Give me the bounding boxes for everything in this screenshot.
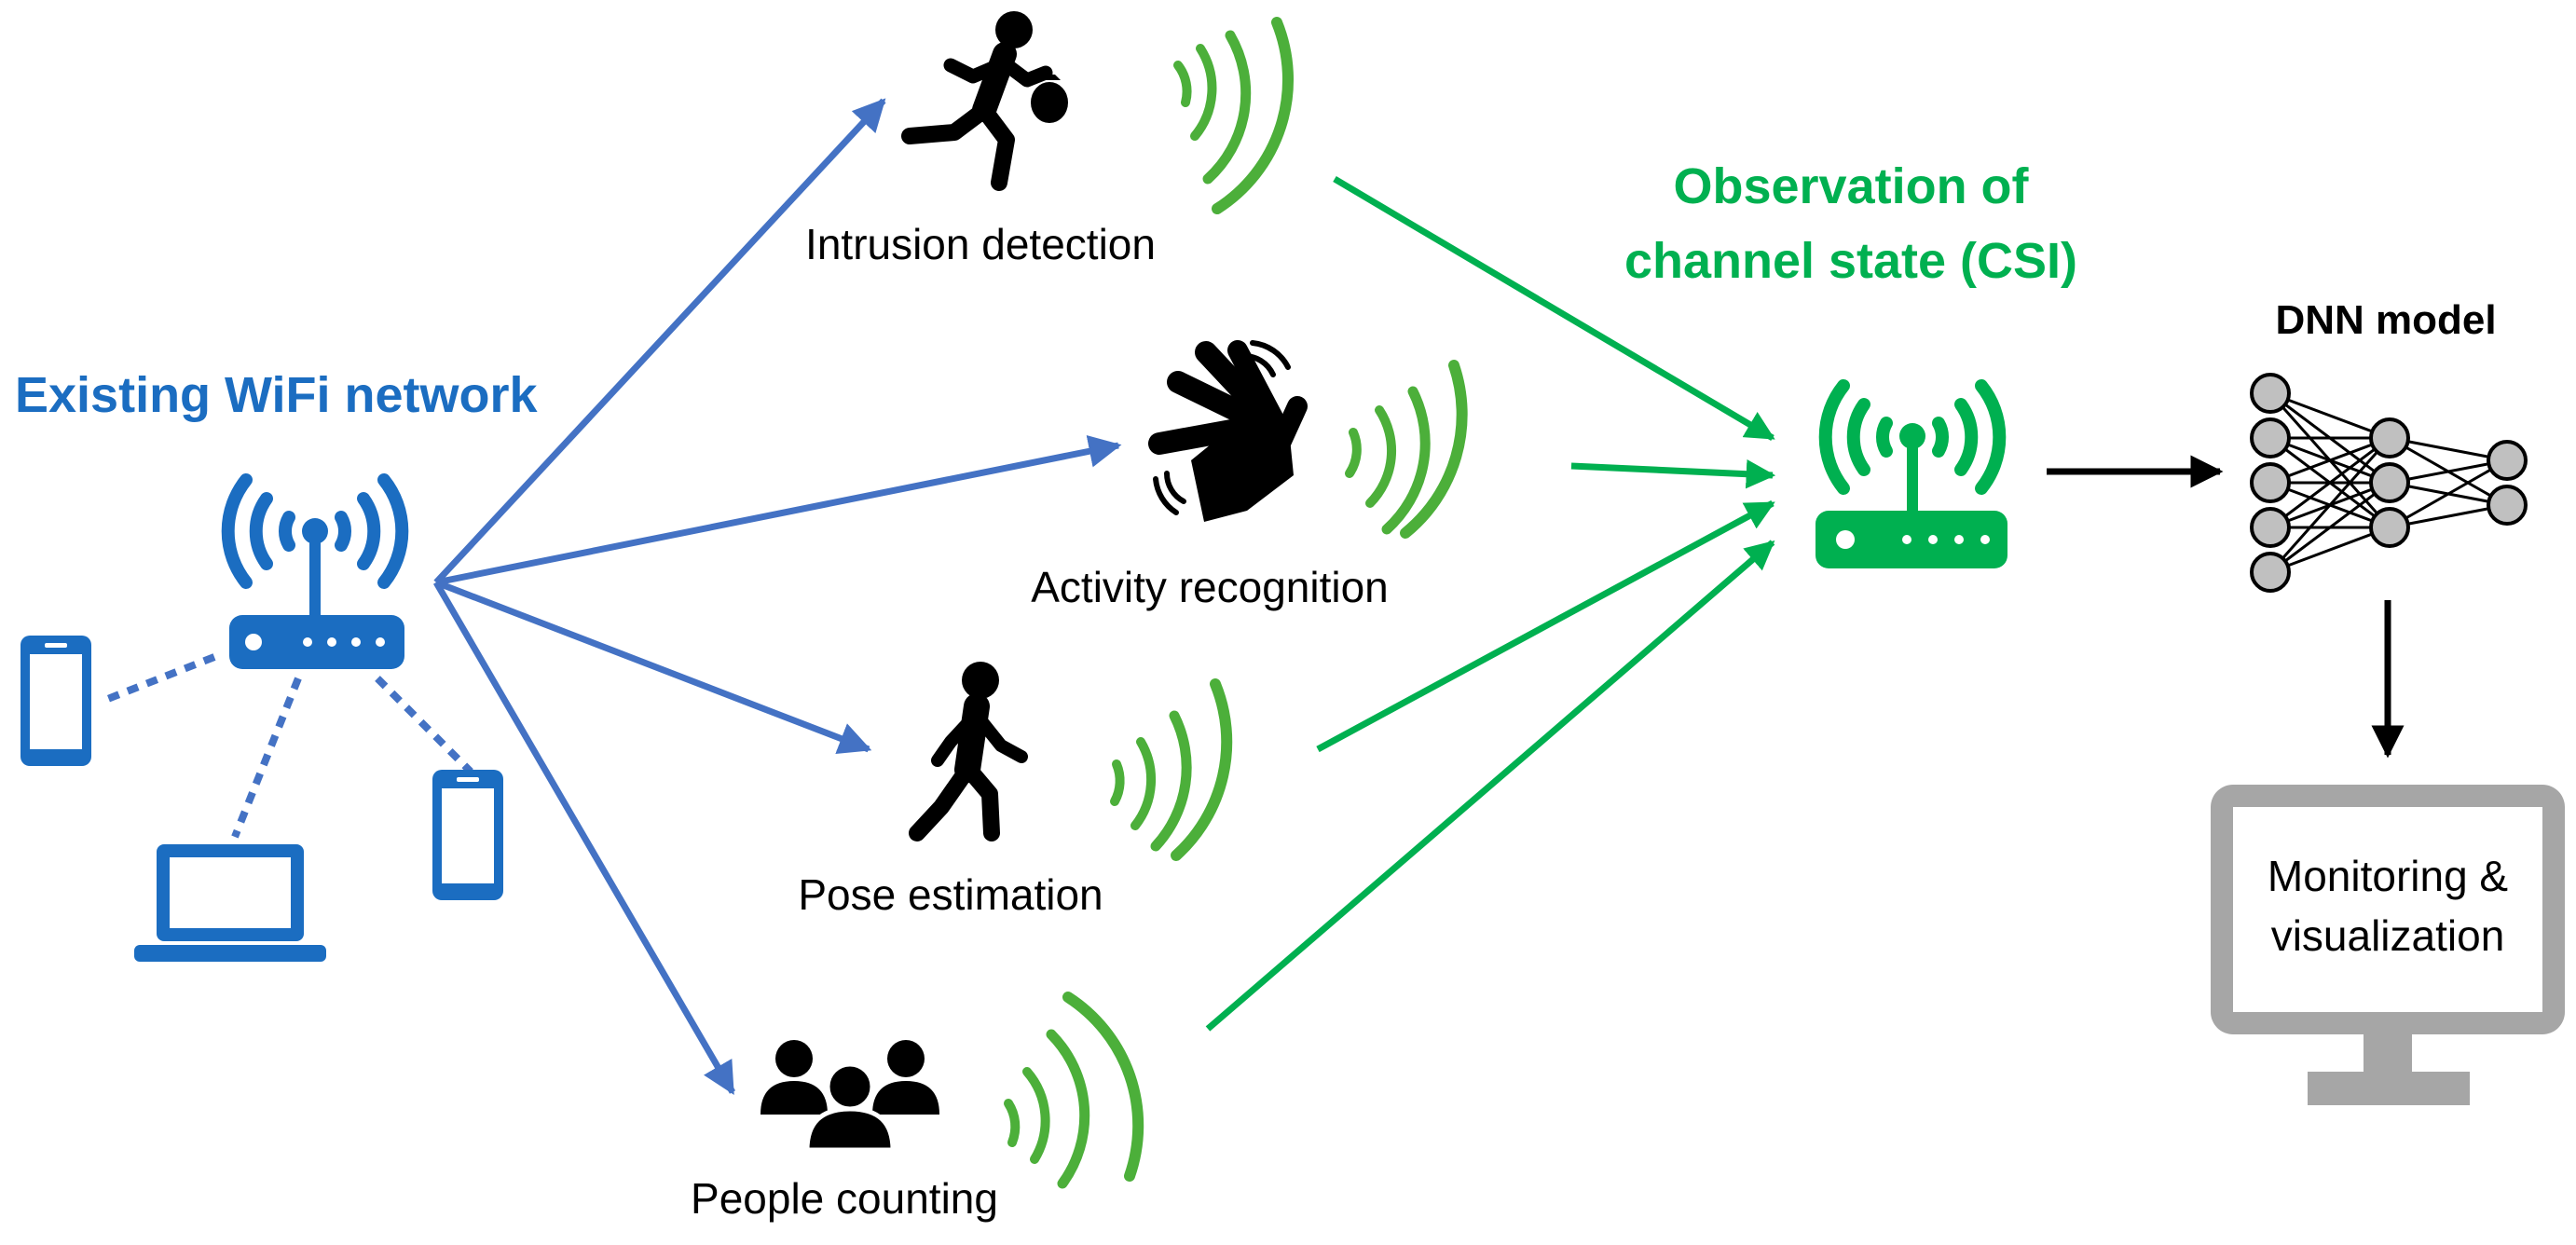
nn-edge	[2269, 526, 2391, 574]
laptop-icon	[134, 844, 326, 962]
nn-edge	[2269, 436, 2391, 485]
dotted-links	[99, 653, 473, 839]
nn-node	[2250, 462, 2291, 503]
source-title: Existing WiFi network	[15, 367, 539, 423]
output-label-line2: visualization	[2271, 911, 2505, 960]
nn-node	[2250, 373, 2291, 414]
neural-network-icon	[2250, 373, 2528, 593]
output-label-line1: Monitoring &	[2268, 852, 2508, 900]
waving-hand-icon	[1148, 340, 1308, 522]
nn-edge	[2269, 436, 2391, 529]
router-icon	[1818, 379, 2007, 495]
walking-person-icon	[909, 662, 1028, 841]
nn-node	[2487, 485, 2528, 526]
smartphone-icon	[21, 636, 91, 766]
app-label-pose: Pose estimation	[798, 870, 1103, 919]
running-thief-icon	[901, 11, 1068, 191]
nn-node	[2250, 417, 2291, 458]
receiver-title-line2: channel state (CSI)	[1624, 233, 2077, 289]
people-group-icon	[760, 1040, 939, 1153]
receiver-router-body	[1816, 423, 2007, 568]
app-label-counting: People counting	[691, 1174, 998, 1223]
blue-arrows	[432, 98, 1122, 1096]
app-label-activity: Activity recognition	[1031, 563, 1389, 611]
green-arrows	[1205, 175, 1776, 1032]
signal-waves	[1004, 17, 1468, 1189]
nn-edge	[2268, 437, 2391, 573]
router-body	[229, 518, 404, 669]
receiver-title-line1: Observation of	[1673, 158, 2029, 214]
nn-edge	[2269, 481, 2391, 574]
app-label-intrusion: Intrusion detection	[805, 220, 1156, 268]
nn-edge	[2389, 458, 2508, 529]
smartphone-icon	[432, 770, 503, 900]
model-title: DNN model	[2275, 297, 2496, 343]
nn-node	[2369, 462, 2410, 503]
nn-node	[2369, 507, 2410, 548]
nn-node	[2369, 417, 2410, 458]
nn-edge	[2269, 391, 2391, 440]
nn-node	[2250, 507, 2291, 548]
nn-node	[2487, 440, 2528, 481]
nn-node	[2250, 552, 2291, 593]
router-icon	[221, 473, 409, 589]
monitor-icon	[2211, 785, 2565, 1105]
